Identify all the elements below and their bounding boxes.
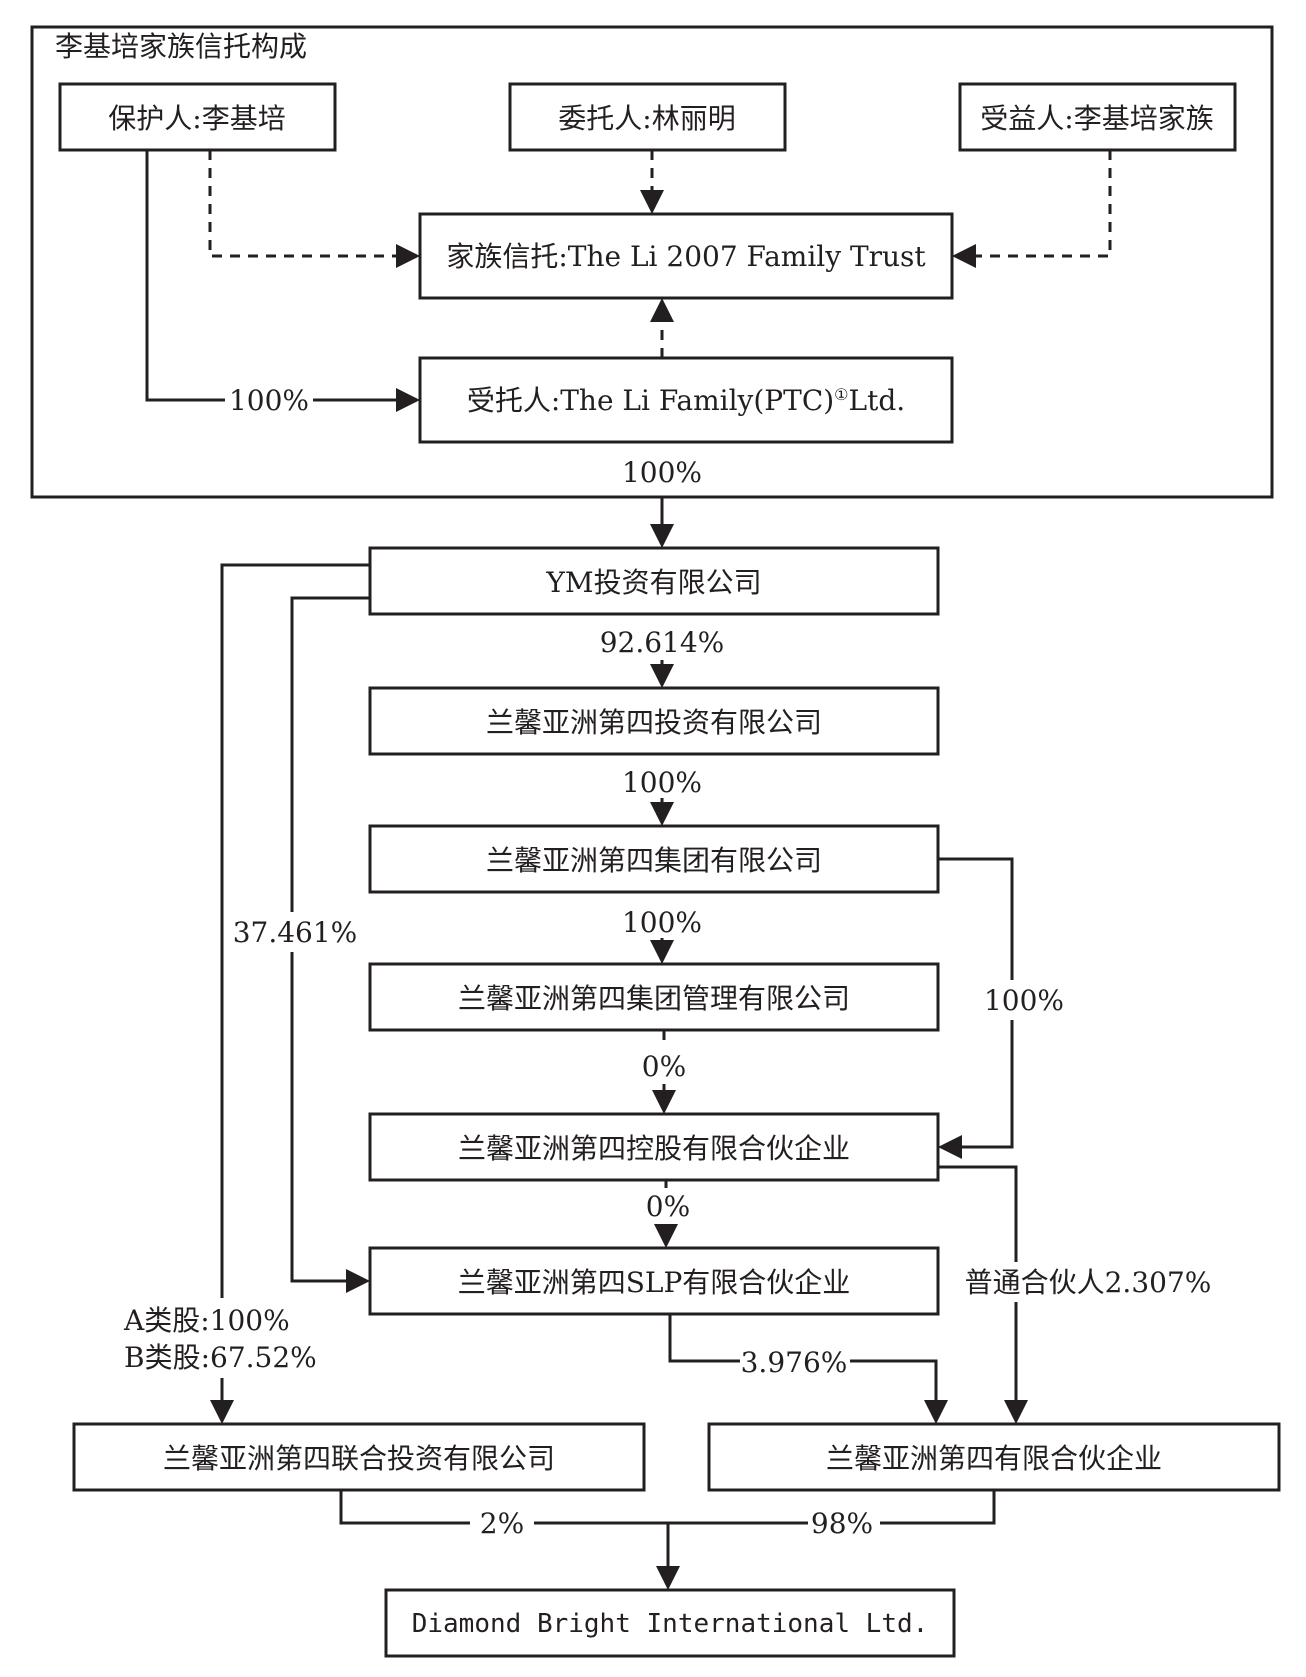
- ym-to-joint-line: [220, 563, 370, 1402]
- ym-to-slp-arrowhead: [346, 1269, 370, 1293]
- lp-to-diamond-pct: 98%: [811, 1507, 873, 1540]
- diamond-bright-box: [384, 1588, 956, 1658]
- fourth-slp-lp-label: 兰馨亚洲第四SLP有限合伙企业: [458, 1266, 851, 1299]
- holding-to-lp-pct: 普通合伙人2.307%: [965, 1266, 1212, 1299]
- settlor-to-trust-arrowhead: [640, 190, 664, 214]
- beneficiary-to-trust-dashed-line: [972, 150, 1112, 258]
- trust-section-frame: [30, 25, 1274, 499]
- holding-to-lp-line: [938, 1165, 1018, 1402]
- trustee-footnote-mark: ①: [834, 385, 848, 404]
- trust-section-title: 李基培家族信托构成: [55, 30, 307, 63]
- slp-to-lp-pct: 3.976%: [741, 1346, 848, 1379]
- trustee-to-trust-arrowhead: [650, 298, 674, 322]
- fourth-lp-label: 兰馨亚洲第四有限合伙企业: [826, 1442, 1162, 1475]
- group-to-mgmt-pct: 100%: [622, 906, 702, 939]
- diamond-bright-label: Diamond Bright International Ltd.: [412, 1609, 929, 1639]
- trustee-label: 受托人:The Li Family(PTC)①Ltd.: [467, 384, 905, 417]
- protector-box: [58, 82, 337, 152]
- mgmt-to-holding-arrowhead: [652, 1090, 676, 1114]
- ym-to-joint-b-shares: B类股:67.52%: [124, 1341, 317, 1374]
- fourth-group-box: [368, 824, 940, 894]
- beneficiary-to-trust-arrowhead: [952, 244, 976, 268]
- trustee-to-ym-arrowhead: [650, 524, 674, 548]
- holding-to-lp-arrowhead: [1004, 1400, 1028, 1424]
- fourth-group-mgmt-box: [368, 962, 940, 1032]
- investment-to-group-pct: 100%: [622, 766, 702, 799]
- fourth-lp-box: [707, 1422, 1281, 1492]
- trustee-suffix: Ltd.: [849, 384, 906, 417]
- fourth-slp-lp-box: [368, 1246, 940, 1316]
- group-to-mgmt-arrowhead: [650, 940, 674, 964]
- trustee-to-ym-pct: 100%: [622, 456, 702, 489]
- ym-investment-box: [368, 546, 940, 616]
- settlor-label: 委托人:林丽明: [558, 102, 735, 135]
- fourth-investment-box: [368, 686, 940, 756]
- beneficiary-label: 受益人:李基培家族: [980, 102, 1213, 135]
- holding-to-slp-pct: 0%: [646, 1190, 690, 1223]
- family-trust-label: 家族信托:The Li 2007 Family Trust: [446, 240, 926, 273]
- joint-to-diamond-line: [339, 1490, 996, 1525]
- ym-investment-label: YM投资有限公司: [545, 566, 761, 599]
- group-to-holding-arrowhead: [938, 1135, 962, 1159]
- ym-to-joint-arrowhead: [210, 1400, 234, 1424]
- holding-to-slp-arrowhead: [654, 1224, 678, 1248]
- fourth-holding-lp-label: 兰馨亚洲第四控股有限合伙企业: [458, 1132, 850, 1165]
- slp-to-lp-arrowhead: [924, 1400, 948, 1424]
- ym-to-slp-pct: 37.461%: [233, 916, 358, 949]
- mgmt-to-holding-pct: 0%: [642, 1050, 686, 1083]
- protector-to-trust-arrowhead: [396, 244, 420, 268]
- settlor-box: [508, 82, 787, 152]
- trustee-name: 受托人:The Li Family(PTC): [467, 384, 834, 417]
- investment-to-group-arrowhead: [650, 802, 674, 826]
- protector-to-trustee-pct: 100%: [229, 384, 309, 417]
- fourth-holding-lp-box: [368, 1112, 940, 1182]
- ym-to-investment-arrowhead: [650, 664, 674, 688]
- merge-to-diamond-arrowhead: [656, 1566, 680, 1590]
- group-to-holding-pct: 100%: [984, 984, 1064, 1017]
- fourth-investment-label: 兰馨亚洲第四投资有限公司: [486, 706, 822, 739]
- fourth-group-mgmt-label: 兰馨亚洲第四集团管理有限公司: [458, 982, 850, 1015]
- protector-label: 保护人:李基培: [108, 102, 285, 135]
- fourth-group-label: 兰馨亚洲第四集团有限公司: [486, 844, 822, 877]
- fourth-joint-investment-box: [72, 1422, 646, 1492]
- beneficiary-box: [958, 82, 1237, 152]
- protector-to-trust-dashed-line: [208, 150, 400, 258]
- protector-to-trustee-arrowhead: [396, 388, 420, 412]
- fourth-joint-investment-label: 兰馨亚洲第四联合投资有限公司: [163, 1442, 555, 1475]
- ym-to-joint-a-shares: A类股:100%: [123, 1304, 290, 1337]
- joint-to-diamond-pct: 2%: [480, 1507, 524, 1540]
- ym-to-investment-pct: 92.614%: [600, 626, 725, 659]
- protector-to-trustee-line: [145, 150, 398, 402]
